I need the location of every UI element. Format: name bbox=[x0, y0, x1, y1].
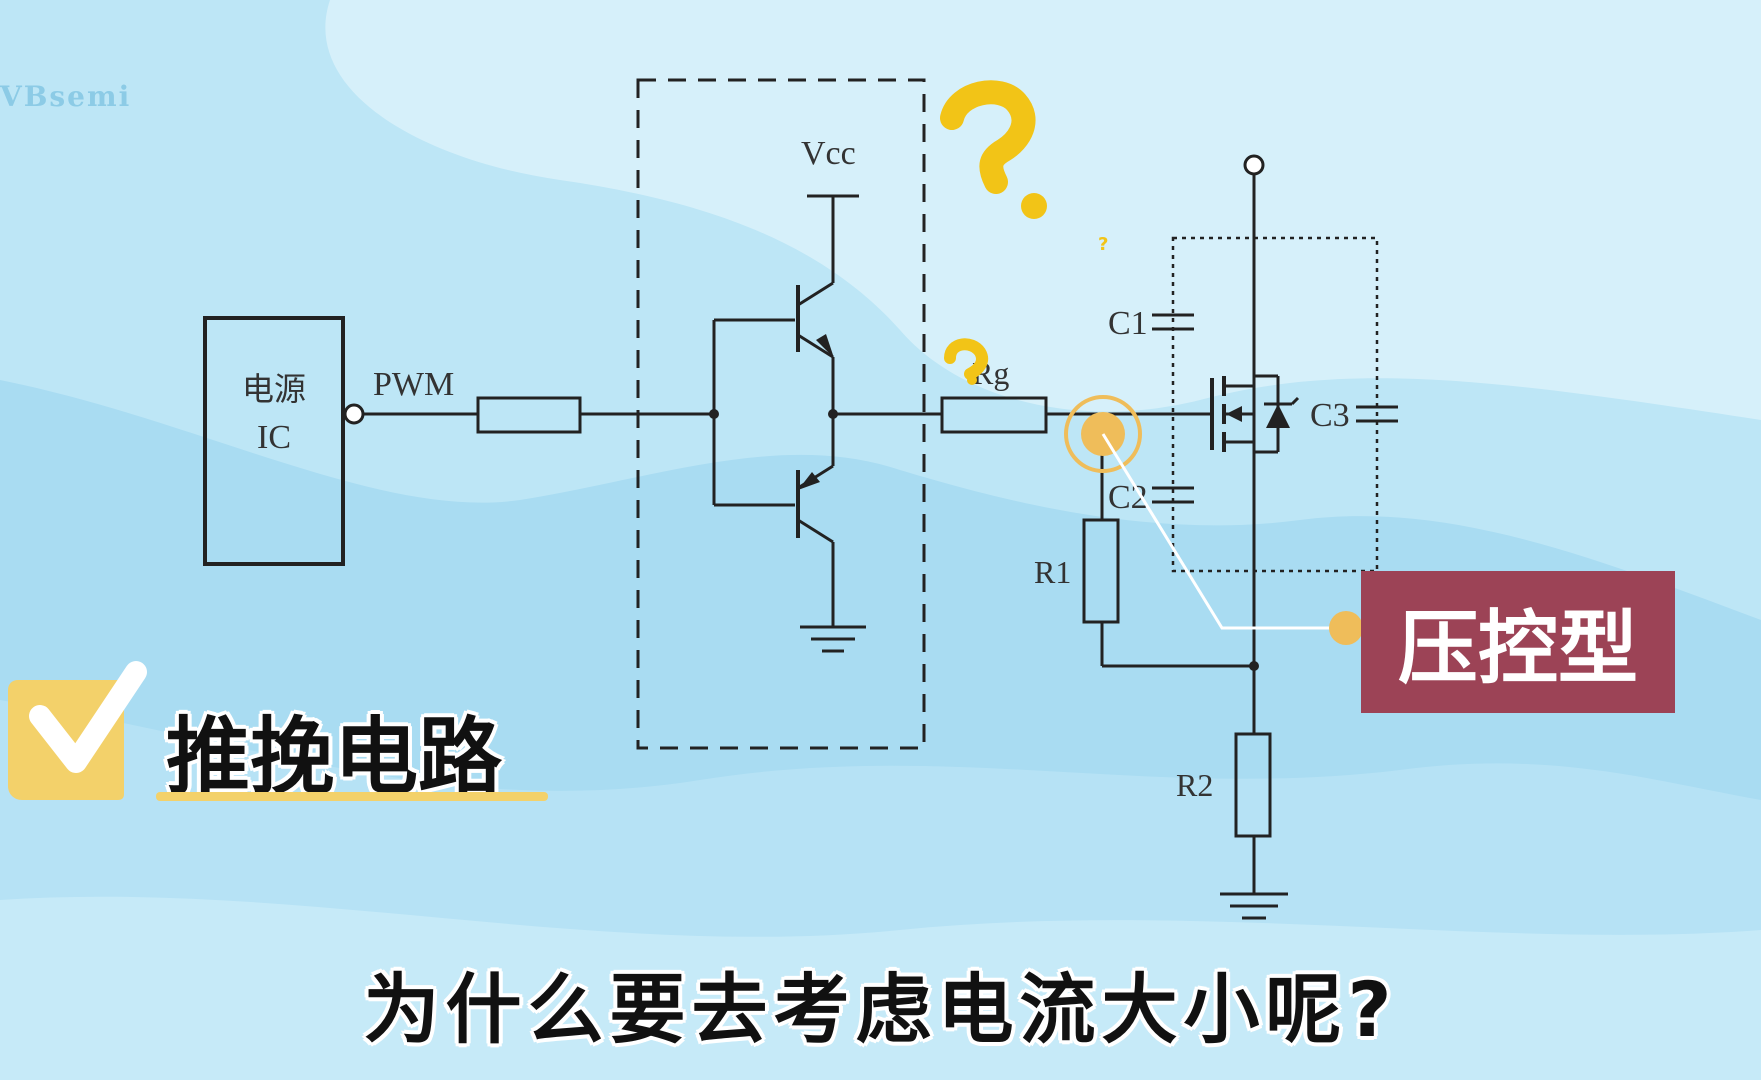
mosfet-symbol bbox=[1210, 374, 1300, 454]
section-title-underline bbox=[156, 792, 548, 801]
power-ic-box bbox=[203, 316, 345, 566]
ic-label-line2: IC bbox=[257, 419, 291, 456]
drain-terminal bbox=[1243, 154, 1265, 176]
callout-dot bbox=[1329, 611, 1363, 645]
pwm-label: PWM bbox=[373, 366, 454, 403]
npn-transistor bbox=[796, 194, 859, 414]
capacitor-c1 bbox=[1152, 313, 1194, 331]
r2-label: R2 bbox=[1176, 767, 1213, 803]
mosfet-dotted-box bbox=[1171, 236, 1379, 573]
capacitor-c3 bbox=[1356, 405, 1398, 423]
question-mark-icon bbox=[940, 80, 1047, 219]
callout-label-box: 压控型 bbox=[1361, 571, 1675, 713]
r1-label: R1 bbox=[1034, 554, 1071, 590]
c3-label: C3 bbox=[1310, 397, 1350, 434]
c1-label: C1 bbox=[1108, 305, 1148, 342]
small-question-mark-icon bbox=[944, 338, 989, 385]
watermark: VBsemi bbox=[0, 80, 132, 113]
tiny-question-mark: ? bbox=[1098, 234, 1108, 255]
pnp-transistor bbox=[796, 414, 835, 626]
vcc-label: Vcc bbox=[801, 135, 856, 172]
ground-symbol-driver bbox=[800, 625, 866, 653]
section-title-text: 推挽电路 bbox=[166, 708, 503, 806]
subtitle-caption: 为什么要去考虑电流大小呢? bbox=[363, 965, 1398, 1054]
callout-line bbox=[1101, 433, 1345, 630]
pwm-output-node bbox=[343, 403, 365, 425]
callout-label-text: 压控型 bbox=[1398, 602, 1638, 695]
gate-node-highlight-ring bbox=[1064, 395, 1142, 473]
capacitor-c2 bbox=[1152, 486, 1194, 504]
ic-label-line1: 电源 bbox=[242, 371, 306, 407]
check-icon bbox=[8, 661, 147, 800]
ground-symbol-output bbox=[1220, 892, 1288, 920]
section-title: 推挽电路 bbox=[6, 676, 566, 806]
